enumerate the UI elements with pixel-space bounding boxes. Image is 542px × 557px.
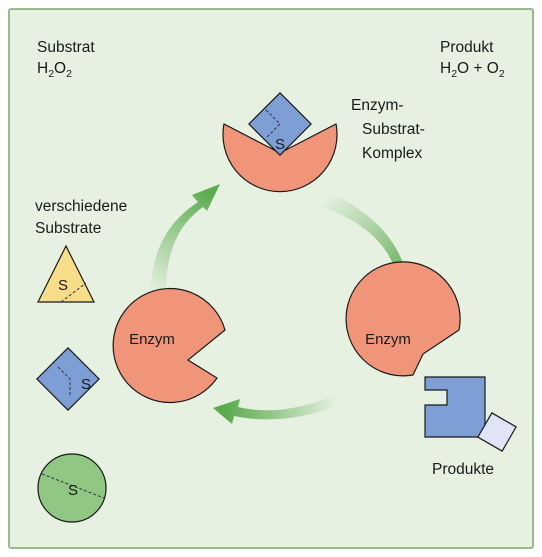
- enzyme-right-label: Enzym: [365, 331, 411, 348]
- substrate-circle-label: S: [68, 482, 78, 499]
- substrate-circle-shape: [37, 453, 107, 523]
- produkt-label: Produkt: [440, 39, 494, 56]
- substrate-square: S: [36, 347, 100, 411]
- substrates-label-line1: verschiedene: [35, 198, 127, 215]
- enzyme-left-body: [112, 287, 226, 404]
- produkt-formula-sub1: 2: [451, 68, 457, 80]
- enzyme-left-label: Enzym: [129, 331, 175, 348]
- complex-label-line2: Substrat-: [362, 121, 425, 138]
- products: [424, 376, 517, 452]
- substrate-square-shape: [36, 347, 100, 411]
- produkt-formula-rest: O + O: [457, 60, 499, 77]
- substrate-triangle-label: S: [58, 277, 68, 294]
- substrat-formula-h: H: [37, 60, 48, 77]
- enzyme-left: Enzym: [112, 287, 226, 404]
- substrate-circle-dashed-line: [41, 473, 105, 499]
- substrat-formula-2a: 2: [48, 68, 54, 80]
- produkte-label: Produkte: [432, 461, 494, 478]
- substrates-label-line2: Substrate: [35, 220, 101, 237]
- enzyme-right: Enzym: [345, 261, 461, 377]
- substrate-circle: S: [37, 453, 107, 523]
- complex-label-line3: Komplex: [362, 145, 423, 162]
- substrat-formula-o: O: [54, 60, 66, 77]
- substrate-square-dashed-line: [57, 366, 71, 395]
- substrat-formula-2b: 2: [66, 68, 72, 80]
- cycle-arrow-bottom: [213, 394, 338, 424]
- produkt-formula: H2O + O2: [440, 60, 505, 80]
- substrat-formula: H2O2: [37, 60, 72, 80]
- enzyme-complex-body: [222, 123, 338, 193]
- substrat-label: Substrat: [37, 39, 95, 56]
- enzyme-right-body: [345, 261, 461, 377]
- produkt-formula-sub2: 2: [499, 68, 505, 80]
- produkt-formula-h: H: [440, 60, 451, 77]
- background-panel: [8, 8, 534, 549]
- product-l-shape: [424, 376, 486, 438]
- substrate-triangle-dashed-line: [60, 282, 87, 303]
- complex-label-line1: Enzym-: [351, 97, 404, 114]
- product-small-square: [477, 412, 517, 452]
- substrate-triangle: S: [37, 244, 95, 303]
- substrate-triangle-shape: [37, 244, 95, 303]
- cycle-arrow-upper-left: [150, 184, 220, 292]
- substrate-complex-dashed-line: [265, 109, 281, 139]
- substrate-in-complex: [248, 92, 312, 156]
- substrate-square-label: S: [81, 376, 91, 393]
- enzyme-substrate-complex: S: [222, 92, 338, 193]
- substrate-complex-label: S: [275, 136, 285, 153]
